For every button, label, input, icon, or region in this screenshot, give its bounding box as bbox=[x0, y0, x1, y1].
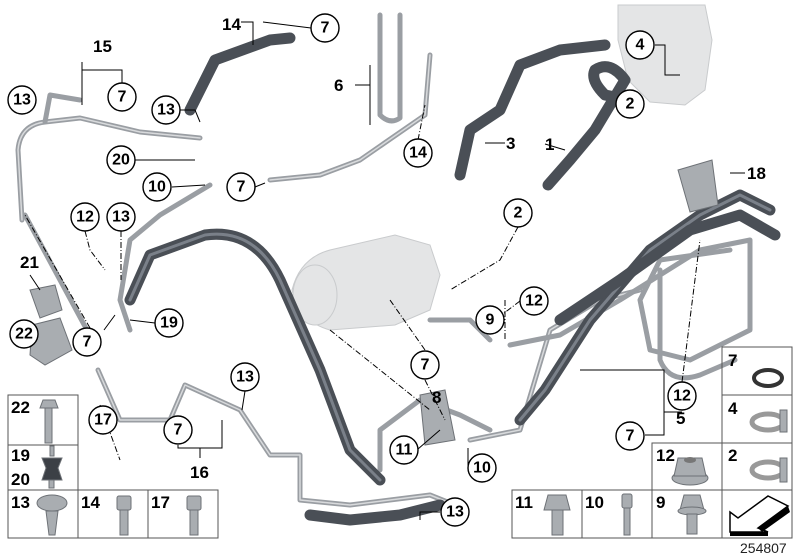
callout-2: 2 bbox=[514, 205, 523, 222]
socket-head-screw-icon bbox=[621, 493, 633, 536]
callout-15: 15 bbox=[93, 37, 112, 56]
legend-right: 7 4 12 2 11 10 9 bbox=[511, 346, 793, 539]
legend-label-19: 19 bbox=[11, 446, 30, 465]
socket-head-screw-icon bbox=[186, 495, 202, 536]
callout-14: 14 bbox=[409, 145, 427, 162]
callout-12: 12 bbox=[76, 209, 94, 226]
legend-label-4: 4 bbox=[728, 399, 738, 418]
callout-1: 1 bbox=[545, 135, 554, 154]
flange-bolt-icon bbox=[677, 494, 707, 535]
callout-2: 2 bbox=[626, 96, 635, 113]
callout-12: 12 bbox=[673, 388, 691, 405]
legend-label-12: 12 bbox=[656, 446, 675, 465]
legend-label-20: 20 bbox=[11, 470, 30, 489]
legend-label-17: 17 bbox=[151, 493, 170, 512]
hose-clamp-icon bbox=[749, 409, 788, 433]
hose-clamp-icon bbox=[749, 457, 788, 483]
callout-14: 14 bbox=[222, 15, 241, 34]
callout-7: 7 bbox=[118, 89, 127, 106]
callout-9: 9 bbox=[486, 312, 495, 329]
socket-head-screw-icon bbox=[116, 495, 132, 536]
legend-label-11: 11 bbox=[515, 493, 533, 512]
rubber-mount-icon bbox=[41, 445, 63, 489]
callout-11: 11 bbox=[396, 442, 413, 459]
callout-13: 13 bbox=[236, 369, 254, 386]
legend-label-22: 22 bbox=[11, 398, 30, 417]
callout-19: 19 bbox=[160, 315, 178, 332]
callout-18: 18 bbox=[747, 164, 766, 183]
callout-12: 12 bbox=[525, 293, 543, 310]
legend-label-9: 9 bbox=[656, 493, 665, 512]
callout-13: 13 bbox=[446, 504, 464, 521]
legend-label-7: 7 bbox=[728, 351, 737, 370]
callout-16: 16 bbox=[190, 463, 209, 482]
bracket-parts bbox=[29, 284, 456, 446]
callout-4: 4 bbox=[636, 37, 645, 54]
callout-22: 22 bbox=[15, 326, 33, 343]
callout-17: 17 bbox=[94, 412, 112, 429]
power-steering-pump-illustration bbox=[291, 234, 441, 331]
legend-left: 22 19 20 13 14 17 bbox=[7, 394, 219, 539]
callout-7: 7 bbox=[83, 334, 92, 351]
callout-10: 10 bbox=[148, 179, 166, 196]
callout-20: 20 bbox=[112, 152, 130, 169]
torx-screw-icon bbox=[36, 494, 68, 536]
callout-6: 6 bbox=[334, 76, 343, 95]
callout-10: 10 bbox=[473, 460, 491, 477]
callout-7: 7 bbox=[321, 20, 330, 37]
callout-7: 7 bbox=[626, 428, 635, 445]
legend-label-13: 13 bbox=[11, 493, 30, 512]
direction-arrow-icon bbox=[729, 495, 790, 536]
callout-3: 3 bbox=[506, 134, 515, 153]
callout-8: 8 bbox=[432, 388, 441, 407]
callout-13: 13 bbox=[112, 209, 130, 226]
diagram-reference-number: 254807 bbox=[740, 540, 787, 556]
legend-label-14: 14 bbox=[81, 493, 100, 512]
callout-13: 13 bbox=[157, 102, 175, 119]
collar-nut-icon bbox=[671, 457, 709, 486]
hex-bolt-icon bbox=[543, 494, 571, 536]
callout-7: 7 bbox=[421, 357, 430, 374]
callout-5: 5 bbox=[676, 409, 685, 428]
legend-label-2: 2 bbox=[728, 446, 737, 465]
flange-bolt-icon bbox=[39, 399, 59, 444]
callout-13: 13 bbox=[13, 92, 31, 109]
callout-21: 21 bbox=[20, 253, 39, 272]
callouts: 14 7 15 7 13 13 20 6 14 4 2 3 1 10 7 2 1… bbox=[7, 13, 766, 527]
legend-label-10: 10 bbox=[585, 493, 604, 512]
rubber-hoses bbox=[124, 32, 781, 526]
callout-7: 7 bbox=[174, 422, 183, 439]
o-ring-icon bbox=[752, 368, 784, 388]
callout-7: 7 bbox=[237, 179, 246, 196]
